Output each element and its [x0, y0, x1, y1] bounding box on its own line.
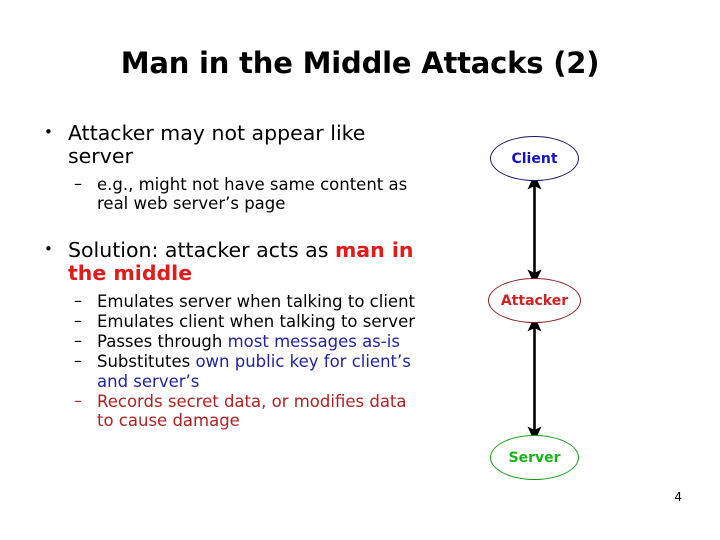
mitm-diagram: Client Attacker Server: [460, 120, 660, 500]
sub-bullet-text: e.g., might not have same content as rea…: [97, 174, 408, 214]
sub-bullet-text: Records secret data, or modifies data to…: [97, 391, 407, 430]
sub-bullet-item-emulates-server: – Emulates server when talking to client: [26, 291, 418, 312]
node-label: Attacker: [500, 292, 569, 309]
page-number: 4: [674, 490, 682, 504]
bullet-text: Attacker may not appear like server: [68, 121, 366, 168]
bullet-marker-icon: •: [44, 240, 53, 259]
dash-marker-icon: –: [74, 331, 82, 351]
sub-bullet-group-2: – Emulates server when talking to client…: [26, 292, 418, 430]
sub-bullet-text: Substitutes: [97, 352, 196, 372]
sub-bullet-text: Emulates server when talking to client: [97, 292, 416, 312]
diagram-connectors: [527, 174, 542, 442]
bullet-text-prefix: Solution: attacker acts as: [68, 238, 335, 263]
sub-bullet-item-emulates-client: – Emulates client when talking to server: [26, 311, 418, 332]
sub-bullet-item-substitutes-key: – Substitutes own public key for client’…: [26, 351, 418, 391]
node-server: Server: [490, 435, 579, 480]
node-client: Client: [490, 136, 579, 181]
bullet-text-emphasis: man in the middle: [68, 238, 414, 286]
sub-bullet-text: Passes through: [97, 332, 228, 352]
sub-bullet-text-highlight: most messages as-is: [227, 332, 400, 352]
dash-marker-icon: –: [74, 173, 82, 193]
spacer: [26, 223, 418, 239]
bullet-item-attacker-appearance: • Attacker may not appear like server: [26, 122, 418, 168]
sub-bullet-text-highlight: own public key for client’s and server’s: [97, 352, 411, 391]
page-title: Man in the Middle Attacks (2): [120, 46, 600, 80]
dash-marker-icon: –: [74, 291, 82, 311]
sub-bullet-group-1: – e.g., might not have same content as r…: [26, 173, 418, 214]
bullet-item-solution: • Solution: attacker acts as man in the …: [26, 239, 418, 285]
sub-bullet-item-records-data: – Records secret data, or modifies data …: [26, 390, 418, 430]
sub-bullet-item-passes-messages: – Passes through most messages as-is: [26, 331, 418, 352]
dash-marker-icon: –: [74, 390, 82, 410]
sub-bullet-text: Emulates client when talking to server: [97, 312, 416, 332]
node-label: Client: [511, 150, 558, 167]
content-body: • Attacker may not appear like server – …: [26, 122, 418, 440]
dash-marker-icon: –: [74, 311, 82, 331]
dash-marker-icon: –: [74, 351, 82, 371]
sub-bullet-item-example: – e.g., might not have same content as r…: [26, 173, 418, 214]
bullet-marker-icon: •: [44, 123, 53, 141]
node-label: Server: [508, 449, 561, 466]
node-attacker: Attacker: [488, 278, 581, 323]
